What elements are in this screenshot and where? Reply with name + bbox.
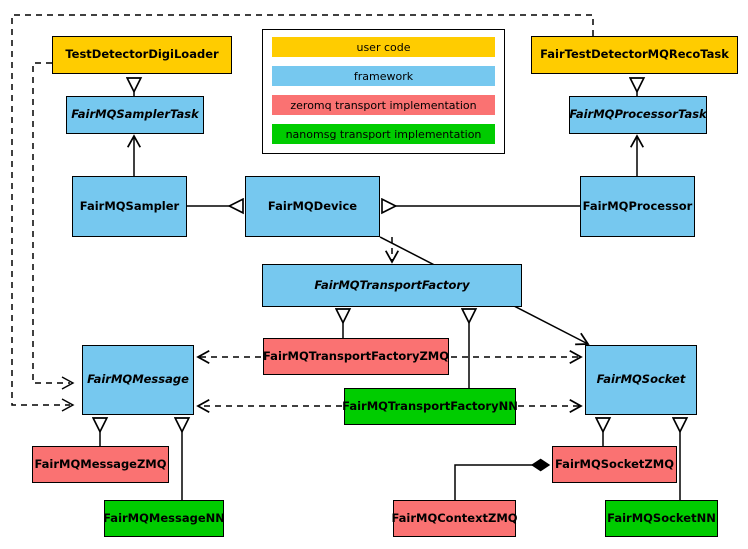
legend-label-user-code: user code	[356, 40, 411, 54]
legend-label-zeromq: zeromq transport implementation	[290, 98, 477, 112]
class-label: FairMQProcessor	[582, 198, 693, 213]
class-node-fairmqtransportfactory[interactable]: FairMQTransportFactory	[262, 264, 522, 307]
class-node-fairmqsampler[interactable]: FairMQSampler	[72, 176, 187, 237]
class-label: FairMQSocketZMQ	[555, 456, 674, 471]
class-node-fairmqmessage[interactable]: FairMQMessage	[82, 345, 194, 415]
class-node-fairmqdevice[interactable]: FairMQDevice	[245, 176, 380, 237]
class-node-fairmqprocessor[interactable]: FairMQProcessor	[580, 176, 695, 237]
class-label: FairMQMessageZMQ	[34, 456, 167, 471]
class-node-fairmqsamplertask[interactable]: FairMQSamplerTask	[66, 96, 204, 134]
legend-item-zeromq: zeromq transport implementation	[272, 95, 495, 115]
class-node-fairmqsocketzmq[interactable]: FairMQSocketZMQ	[552, 446, 677, 483]
class-label: FairMQTransportFactoryZMQ	[263, 348, 450, 363]
class-node-fairmqprocessortask[interactable]: FairMQProcessorTask	[569, 96, 707, 134]
class-label: FairMQSocket	[596, 372, 686, 387]
class-label: FairMQTransportFactory	[314, 277, 470, 292]
legend-item-user-code: user code	[272, 37, 495, 57]
edge-e20-digiloader-to-message	[32, 62, 70, 384]
class-label: FairTestDetectorMQRecoTask	[540, 47, 729, 62]
class-node-fairtestdetectormqrecotask[interactable]: FairTestDetectorMQRecoTask	[531, 36, 738, 74]
class-node-fairmqsocketnn[interactable]: FairMQSocketNN	[605, 500, 718, 537]
class-label: TestDetectorDigiLoader	[65, 47, 219, 62]
class-label: FairMQSamplerTask	[71, 107, 199, 122]
legend-item-framework: framework	[272, 66, 495, 86]
class-label: FairMQMessage	[87, 372, 189, 387]
edge-e20-arrowhead	[61, 376, 75, 390]
legend-label-nanomsg: nanomsg transport implementation	[285, 127, 482, 141]
class-node-testdetectordigiloader[interactable]: TestDetectorDigiLoader	[52, 36, 232, 74]
class-node-fairmqtransportfactorynn[interactable]: FairMQTransportFactoryNN	[342, 388, 518, 425]
class-label: FairMQTransportFactoryNN	[342, 398, 518, 413]
class-label: FairMQDevice	[267, 198, 358, 213]
legend-label-framework: framework	[353, 69, 414, 83]
class-node-fairmqsocket[interactable]: FairMQSocket	[585, 345, 697, 415]
edge-e19-socketzmq-composition-contextzmq	[454, 458, 551, 500]
class-label: FairMQContextZMQ	[391, 510, 518, 525]
class-node-fairmqtransportfactoryzmq[interactable]: FairMQTransportFactoryZMQ	[263, 338, 449, 375]
edge-e21-recotask-to-message	[11, 14, 594, 406]
class-node-fairmqcontextzmq[interactable]: FairMQContextZMQ	[391, 500, 518, 537]
class-label: FairMQSampler	[79, 198, 180, 213]
legend-item-nanomsg: nanomsg transport implementation	[272, 124, 495, 144]
class-label: FairMQSocketNN	[607, 510, 716, 525]
class-label: FairMQProcessorTask	[569, 107, 707, 122]
class-node-fairmqmessagenn[interactable]: FairMQMessageNN	[103, 500, 225, 537]
class-node-fairmqmessagezmq[interactable]: FairMQMessageZMQ	[32, 446, 169, 483]
class-label: FairMQMessageNN	[103, 510, 225, 525]
edge-e21-arrowhead	[61, 398, 75, 412]
